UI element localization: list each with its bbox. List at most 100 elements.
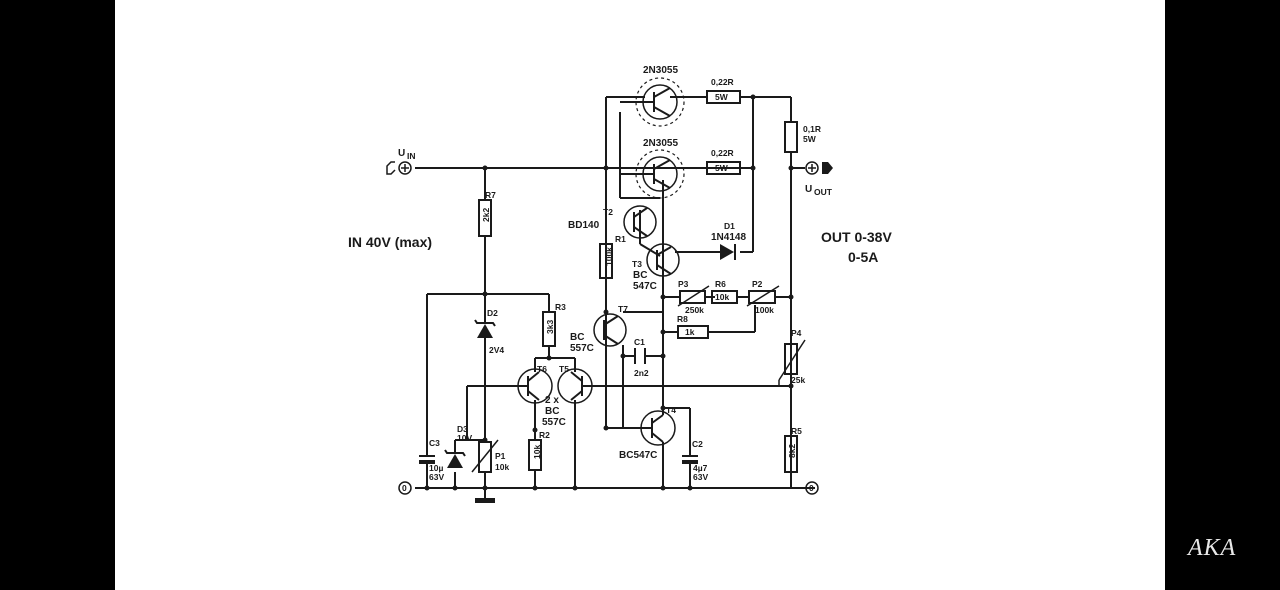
r1-value: 100k	[604, 247, 614, 266]
potentiometer-p1: P1 10k	[471, 439, 509, 473]
zener-d3: D3 10V	[444, 424, 485, 468]
r-top-value: 0,22R	[711, 77, 734, 87]
p3-ref: P3	[678, 279, 689, 289]
d3-ref: D3	[457, 424, 468, 434]
resistor-r6: 10k R6	[711, 279, 738, 304]
pair-count: 2 x	[545, 395, 559, 406]
d1-ref: D1	[724, 221, 735, 231]
r5-ref: R5	[791, 426, 802, 436]
resistor-r7: 2k2 R7	[478, 190, 496, 237]
c1-ref: C1	[634, 337, 645, 347]
p2-ref: P2	[752, 279, 763, 289]
uin-label: U	[398, 148, 405, 159]
t3-part-2: 547C	[633, 281, 657, 292]
r6-value: 10k	[715, 292, 729, 302]
transistor-2n3055-mid: 2N3055	[620, 138, 685, 199]
uin-sub-label: IN	[407, 151, 416, 161]
r-mid-value: 0,22R	[711, 148, 734, 158]
c2-value-1: 4µ7	[693, 463, 708, 473]
p4-ref: P4	[791, 328, 802, 338]
note-output-voltage: OUT 0-38V	[821, 229, 892, 245]
ground-terminal-right: 0	[805, 481, 819, 495]
r2-ref: R2	[539, 430, 550, 440]
zener-d2: D2 2V4	[474, 308, 504, 355]
transistor-2n3055-top: 2N3055	[620, 65, 685, 127]
r6-ref: R6	[715, 279, 726, 289]
transistor-t4-bc547c: T4 BC547C	[619, 405, 676, 461]
t3-ref: T3	[632, 259, 642, 269]
capacitor-c3: C3 10µ 63V	[419, 438, 444, 482]
pair-part-1: BC	[545, 406, 559, 417]
resistor-r2: 10k R2	[528, 430, 550, 471]
c2-ref: C2	[692, 439, 703, 449]
d1-part: 1N4148	[711, 232, 746, 243]
c1-value: 2n2	[634, 368, 649, 378]
watermark-logo: AKA	[1188, 535, 1237, 561]
input-terminal: U IN	[386, 148, 416, 175]
junction-dots	[424, 94, 794, 491]
d3-value: 10V	[457, 433, 472, 443]
gnd-left-label: 0	[402, 483, 407, 493]
p1-value: 10k	[495, 462, 509, 472]
r1-ref: R1	[615, 234, 626, 244]
p3-value: 250k	[685, 305, 704, 315]
power-supply-schematic: U IN U OUT IN 40V (max) OUT 0-38V 0-5A	[348, 65, 892, 503]
uout-label: U	[805, 184, 812, 195]
transistor-t5: T5	[557, 364, 593, 404]
c3-value-2: 63V	[429, 472, 444, 482]
t3-part-1: BC	[633, 270, 647, 281]
resistor-r1: 100k R1	[599, 234, 626, 279]
d2-ref: D2	[487, 308, 498, 318]
t7-ref: T7	[618, 304, 628, 314]
p2-value: 100k	[755, 305, 774, 315]
r5-value: 8k2	[787, 444, 797, 458]
capacitor-c1: C1 2n2	[634, 337, 649, 378]
resistor-r8: 1k R8	[677, 314, 709, 339]
resistor-r3: 3k3 R3	[542, 302, 566, 347]
potentiometer-p3: P3 250k	[677, 279, 710, 315]
resistor-0-22r-top: 5W 0,22R	[706, 77, 741, 104]
wiring	[415, 96, 815, 498]
t6-ref: T6	[537, 364, 547, 374]
capacitor-c2: C2 4µ7 63V	[682, 439, 708, 482]
t5-ref: T5	[559, 364, 569, 374]
q-mid-label: 2N3055	[643, 138, 678, 149]
r-out-power: 5W	[803, 134, 817, 144]
p1-ref: P1	[495, 451, 506, 461]
r-out-value: 0,1R	[803, 124, 821, 134]
transistor-t2-bd140: T2 BD140	[568, 205, 657, 239]
r3-value: 3k3	[545, 320, 555, 334]
t2-part: BD140	[568, 220, 600, 231]
t4-part: BC547C	[619, 450, 657, 461]
d2-value: 2V4	[489, 345, 504, 355]
q-top-label: 2N3055	[643, 65, 678, 76]
resistor-0-22r-mid: 5W 0,22R	[706, 148, 741, 175]
resistor-r5: 8k2 R5	[784, 426, 802, 473]
r3-ref: R3	[555, 302, 566, 312]
transistor-t3-bc547c: T3 BC 547C	[632, 243, 680, 292]
gnd-right-label: 0	[809, 483, 814, 493]
r7-value: 2k2	[481, 208, 491, 222]
transistor-t7-bc557c: T7 BC 557C	[570, 304, 628, 354]
uout-sub-label: OUT	[814, 187, 833, 197]
transistor-t6: T6	[517, 364, 553, 404]
resistor-0-1r-output: 0,1R 5W	[784, 121, 821, 153]
c2-value-2: 63V	[693, 472, 708, 482]
ground-terminal-left: 0	[398, 481, 412, 495]
schematic-sheet: U IN U OUT IN 40V (max) OUT 0-38V 0-5A	[115, 0, 1165, 590]
diode-d1-1n4148: D1 1N4148	[711, 221, 746, 260]
c3-value-1: 10µ	[429, 463, 443, 473]
t7-part-1: BC	[570, 332, 584, 343]
p4-value: 25k	[791, 375, 805, 385]
note-input-voltage: IN 40V (max)	[348, 234, 432, 250]
r-top-power: 5W	[715, 92, 729, 102]
potentiometer-p4: P4 25k	[778, 328, 806, 386]
r-mid-power: 5W	[715, 163, 729, 173]
r2-value: 10k	[532, 445, 542, 459]
potentiometer-p2: P2 100k	[746, 279, 780, 315]
r7-ref: R7	[485, 190, 496, 200]
pair-part-2: 557C	[542, 417, 566, 428]
t4-ref: T4	[666, 405, 676, 415]
r8-ref: R8	[677, 314, 688, 324]
